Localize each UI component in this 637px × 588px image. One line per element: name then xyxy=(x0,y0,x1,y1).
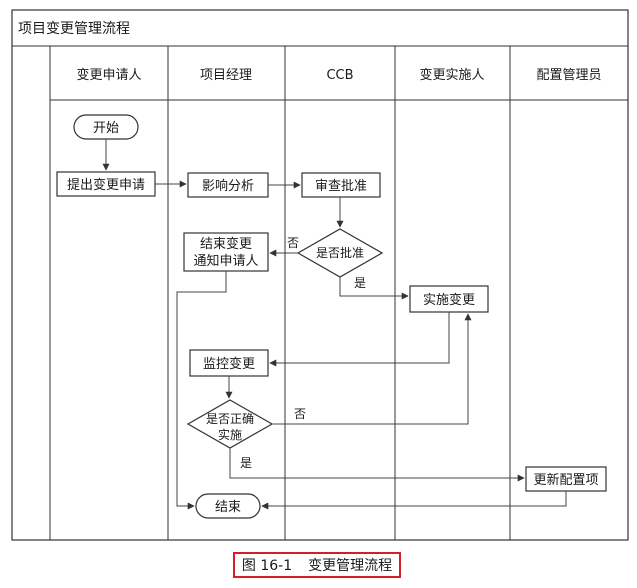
update-config-label: 更新配置项 xyxy=(533,472,598,488)
implement-change-box xyxy=(409,285,489,313)
arrow-close-to-end xyxy=(176,271,227,510)
start-label: 开始 xyxy=(93,121,119,136)
diagram-title: 项目变更管理流程 xyxy=(18,21,130,37)
figure-number: 图 16-1 xyxy=(241,558,293,574)
figure-caption: 图 16-1 变更管理流程 xyxy=(233,552,401,578)
submit-request-label: 提出变更申请 xyxy=(67,177,145,193)
impact-analysis-box xyxy=(187,172,269,198)
end-terminal xyxy=(195,493,261,519)
close-notify-line2: 通知申请人 xyxy=(193,253,258,269)
edge-label-approved-no: 否 xyxy=(287,236,299,250)
lane-header-implementer: 变更实施人 xyxy=(419,67,484,83)
arrow-config-to-end xyxy=(261,491,567,510)
review-approve-box xyxy=(301,172,381,198)
edge-label-correct-yes: 是 xyxy=(240,456,252,470)
connectors xyxy=(102,139,567,510)
correct-decision-line1: 是否正确 xyxy=(206,412,254,426)
monitor-change-box xyxy=(189,349,269,377)
edge-label-correct-no: 否 xyxy=(294,407,306,421)
impact-analysis-label: 影响分析 xyxy=(202,178,254,194)
arrow-correct-no xyxy=(272,313,472,425)
close-notify-box xyxy=(183,232,269,272)
approved-decision-label: 是否批准 xyxy=(316,245,364,260)
update-config-box xyxy=(525,466,607,492)
arrow-correct-yes xyxy=(229,448,525,482)
lane-header-ccb: CCB xyxy=(326,68,353,83)
lane-header-config: 配置管理员 xyxy=(536,68,601,83)
lane-header-pm: 项目经理 xyxy=(200,68,252,83)
correct-decision-line2: 实施 xyxy=(218,427,242,442)
implement-change-label: 实施变更 xyxy=(423,292,475,308)
arrow-implement-to-monitor xyxy=(269,312,450,367)
end-label: 结束 xyxy=(215,500,241,515)
monitor-change-label: 监控变更 xyxy=(203,356,255,372)
lane-header-applicant: 变更申请人 xyxy=(76,67,141,83)
review-approve-label: 审查批准 xyxy=(315,179,367,194)
figure-caption-text: 变更管理流程 xyxy=(308,558,393,574)
diagram-frame xyxy=(11,9,629,541)
close-notify-line1: 结束变更 xyxy=(200,236,252,252)
edge-label-approved-yes: 是 xyxy=(354,276,366,290)
arrow-decision-yes xyxy=(339,277,409,300)
